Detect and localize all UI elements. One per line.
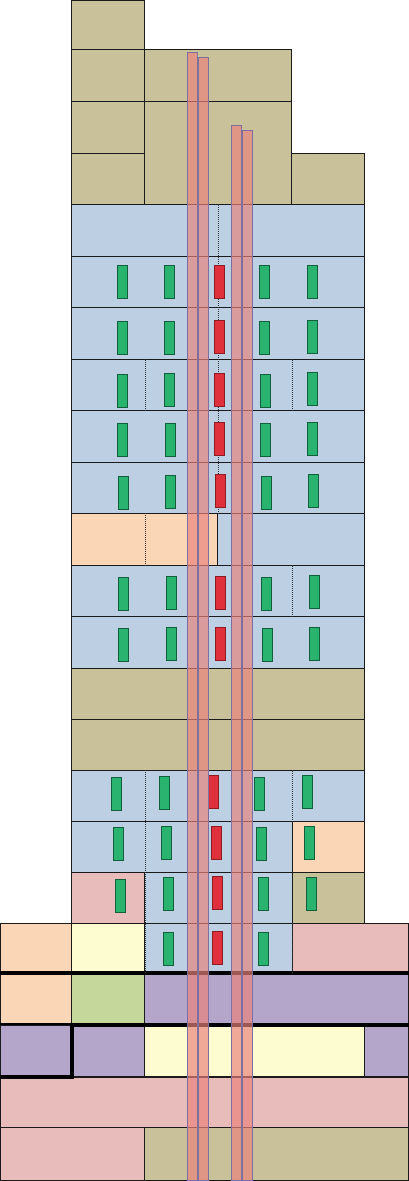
window [117, 265, 128, 299]
window [259, 265, 270, 299]
window [261, 577, 272, 611]
window-red [214, 320, 225, 354]
mechanical-floor-1 [71, 668, 365, 720]
podium-3-yellow [144, 1025, 365, 1077]
tower-block-2-left [71, 101, 145, 154]
tower-block-2-right [144, 101, 292, 205]
window [118, 577, 129, 611]
window [262, 628, 273, 662]
partition-line [292, 565, 293, 617]
window [259, 321, 270, 355]
elevator-shaft-2 [198, 57, 209, 1181]
window-red [215, 474, 226, 508]
window [111, 777, 122, 811]
podium-2-green [71, 973, 145, 1025]
partition-line [145, 513, 146, 566]
window [166, 627, 177, 661]
partition-line [292, 770, 293, 822]
podium-3-left [0, 1025, 72, 1077]
floor-band-11-annex [292, 821, 365, 873]
podium-mid-line-left [0, 1023, 72, 1025]
window [309, 627, 320, 661]
window [254, 777, 265, 811]
window [260, 423, 271, 457]
podium-1-yellow [71, 923, 145, 973]
window [164, 373, 175, 407]
partition-line [145, 359, 146, 411]
window [163, 932, 174, 966]
partition-line [292, 359, 293, 411]
podium-2-left [0, 973, 72, 1025]
window-red [208, 775, 219, 809]
podium-1-right [292, 923, 409, 973]
window [260, 374, 271, 408]
window-red [214, 373, 225, 407]
window [258, 932, 269, 966]
window [113, 827, 124, 861]
window [307, 422, 318, 456]
window [118, 476, 129, 510]
elevator-shaft-4 [242, 130, 253, 1181]
podium-1-left [0, 923, 72, 973]
floor-band-12-right [292, 872, 365, 924]
window [117, 321, 128, 355]
window [165, 423, 176, 457]
window [308, 474, 319, 508]
window-red [214, 422, 225, 456]
podium-3-right [364, 1025, 409, 1077]
window [307, 265, 318, 299]
window [165, 475, 176, 509]
window [256, 827, 267, 861]
window [302, 775, 313, 809]
window [261, 476, 272, 510]
window-red [215, 576, 226, 610]
window [159, 776, 170, 810]
podium-bottom-line [0, 1075, 74, 1079]
window [118, 628, 129, 662]
window [163, 877, 174, 911]
window [117, 374, 128, 408]
podium-step-line [70, 1023, 74, 1079]
window [115, 879, 126, 913]
window-red [212, 876, 223, 910]
tower-block-1-right [144, 49, 292, 102]
window-red [211, 826, 222, 860]
window [117, 423, 128, 457]
tower-block-1-left [71, 49, 145, 102]
podium-2-purple [144, 973, 409, 1025]
tower-top-block [71, 0, 145, 50]
partition-line [145, 770, 146, 973]
window [166, 576, 177, 610]
podium-3-purple [71, 1025, 145, 1077]
window-red [212, 931, 223, 965]
basement-2-right [144, 1127, 409, 1181]
window [307, 372, 318, 406]
window-red [215, 627, 226, 661]
window [161, 826, 172, 860]
partition-line [292, 923, 293, 973]
tower-block-3-left [71, 153, 145, 205]
partition-line [218, 204, 219, 514]
window [304, 826, 315, 860]
window [309, 575, 320, 609]
mechanical-floor-2 [71, 719, 365, 771]
window [164, 321, 175, 355]
elevator-shaft-3 [231, 125, 242, 1181]
window [306, 877, 317, 911]
floor-band-12-left [71, 872, 145, 924]
window [164, 265, 175, 299]
window [307, 320, 318, 354]
window [258, 877, 269, 911]
basement-2-left [0, 1127, 145, 1181]
tower-block-3-annex [291, 153, 365, 205]
elevator-shaft-1 [187, 52, 198, 1181]
window-red [214, 265, 225, 299]
